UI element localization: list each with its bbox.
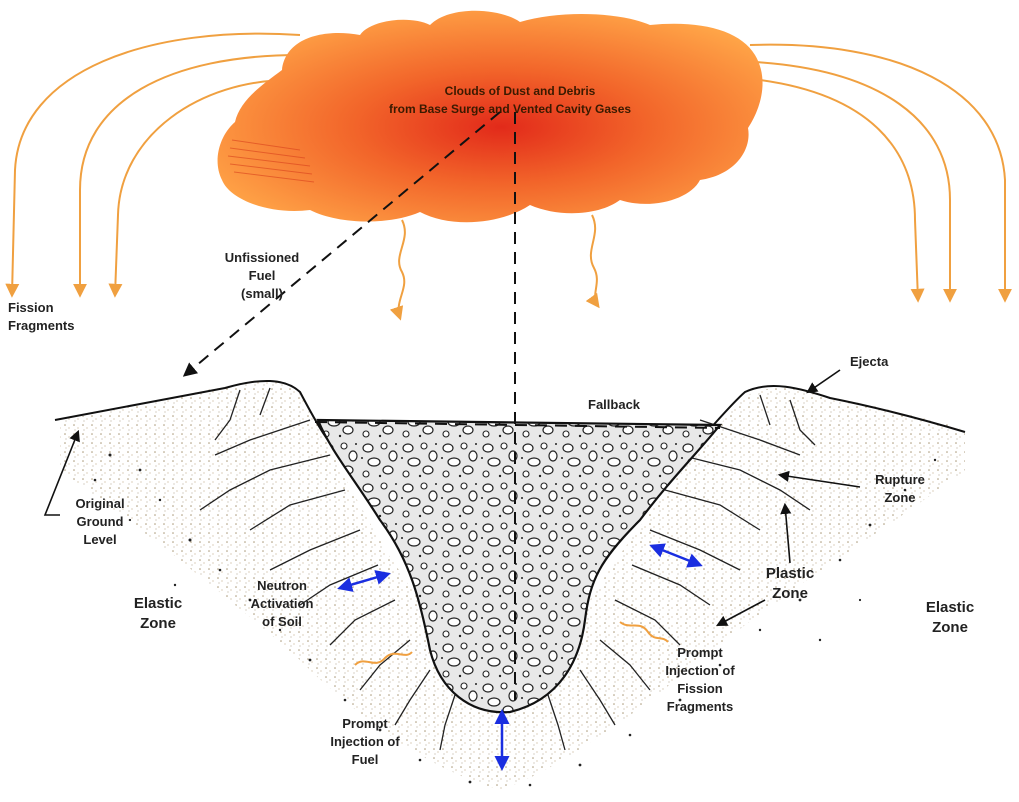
unfissioned-fuel-label: Unfissioned Fuel (small) [225,250,299,301]
original-ground-level-label: Original Ground Level [75,496,124,547]
ejecta-arrow [808,370,840,392]
plastic-zone-line1: Plastic [766,565,814,582]
ground-level-line2: Ground [77,514,124,529]
unfissioned-fuel-line3: (small) [241,286,283,301]
elastic-left-line2: Zone [140,615,176,632]
fission-fragments-label: Fission Fragments [8,300,74,333]
elastic-right-line2: Zone [932,619,968,636]
prompt-fuel-line2: Injection of [330,734,400,749]
fission-arrow-wavy-1 [399,220,405,318]
neutron-activation-line2: Activation [251,596,314,611]
elastic-right-line1: Elastic [926,599,974,616]
fission-fragments-line2: Fragments [8,318,74,333]
fission-arrow-right-3 [760,80,918,300]
unfissioned-fuel-line1: Unfissioned [225,250,299,265]
elastic-left-line1: Elastic [134,595,182,612]
prompt-fission-line4: Fragments [667,699,733,714]
cloud-shape [218,11,763,223]
dust-cloud: Clouds of Dust and Debris from Base Surg… [218,11,763,223]
prompt-fission-line1: Prompt [677,645,723,660]
cloud-label-line2: from Base Surge and Vented Cavity Gases [389,102,631,116]
prompt-fission-line3: Fission [677,681,723,696]
ground-level-line3: Level [83,532,116,547]
fission-arrow-right-1 [750,45,1005,300]
cloud-label-line1: Clouds of Dust and Debris [445,84,596,98]
rupture-zone-line1: Rupture [875,472,925,487]
ground-level-line1: Original [75,496,124,511]
fission-fragments-line1: Fission [8,300,54,315]
unfissioned-fuel-line2: Fuel [249,268,276,283]
rupture-zone-line2: Zone [884,490,915,505]
fission-arrow-right-2 [755,62,950,300]
neutron-activation-line3: of Soil [262,614,302,629]
elastic-zone-left-label: Elastic Zone [134,595,182,632]
ejecta-label: Ejecta [850,354,889,369]
prompt-fuel-line3: Fuel [352,752,379,767]
fallback-label: Fallback [588,397,641,412]
plastic-zone-line2: Zone [772,585,808,602]
elastic-zone-right-label: Elastic Zone [926,599,974,636]
fission-arrow-wavy-2 [591,215,598,306]
prompt-fission-line2: Injection of [665,663,735,678]
neutron-activation-line1: Neutron [257,578,307,593]
prompt-fuel-line1: Prompt [342,716,388,731]
